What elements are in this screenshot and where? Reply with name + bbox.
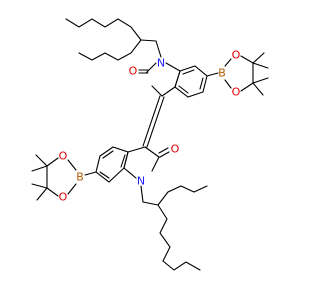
bottom-pinacol-ring	[31, 154, 77, 201]
top-n-ch2-bond	[155, 40, 162, 58]
n-bottom-label: N	[137, 175, 145, 188]
b-bottom-label: B	[76, 171, 84, 184]
top-c-b-bond	[206, 72, 219, 77]
top-butyl-chain	[78, 39, 142, 61]
central-double-bond	[142, 95, 165, 148]
bottom-butyl-chain	[157, 185, 208, 206]
o-boronate-bottom-2-label: O	[59, 191, 68, 204]
atom-labels: O N B O O B O O N O	[59, 49, 241, 204]
top-lactam-ring	[138, 62, 181, 97]
bottom-n-ch2-bond	[140, 185, 144, 203]
top-hexyl-chain	[65, 18, 142, 41]
o-carbonyl-top-label: O	[129, 65, 138, 78]
o-boronate-top-2-label: O	[232, 86, 241, 99]
n-top-label: N	[157, 57, 165, 70]
structural-formula: O N B O O B O O N O	[31, 18, 269, 271]
bottom-lactam-ring	[123, 146, 170, 179]
o-boronate-bottom-1-label: O	[59, 150, 68, 163]
bottom-hexyl-chain	[157, 204, 201, 271]
molecule-canvas: O N B O O B O O N O	[31, 18, 269, 271]
top-branch-bond	[140, 39, 157, 42]
bottom-benzene-ring	[95, 146, 129, 183]
top-pinacol-ring	[224, 52, 269, 96]
o-boronate-top-1-label: O	[232, 49, 241, 62]
b-top-label: B	[218, 67, 226, 80]
top-benzene-ring	[174, 65, 208, 98]
o-carbonyl-bottom-label: O	[171, 143, 180, 156]
bottom-branch-bond	[142, 201, 159, 206]
bottom-c-b-bond	[84, 171, 97, 176]
bond-skeleton	[31, 18, 269, 271]
